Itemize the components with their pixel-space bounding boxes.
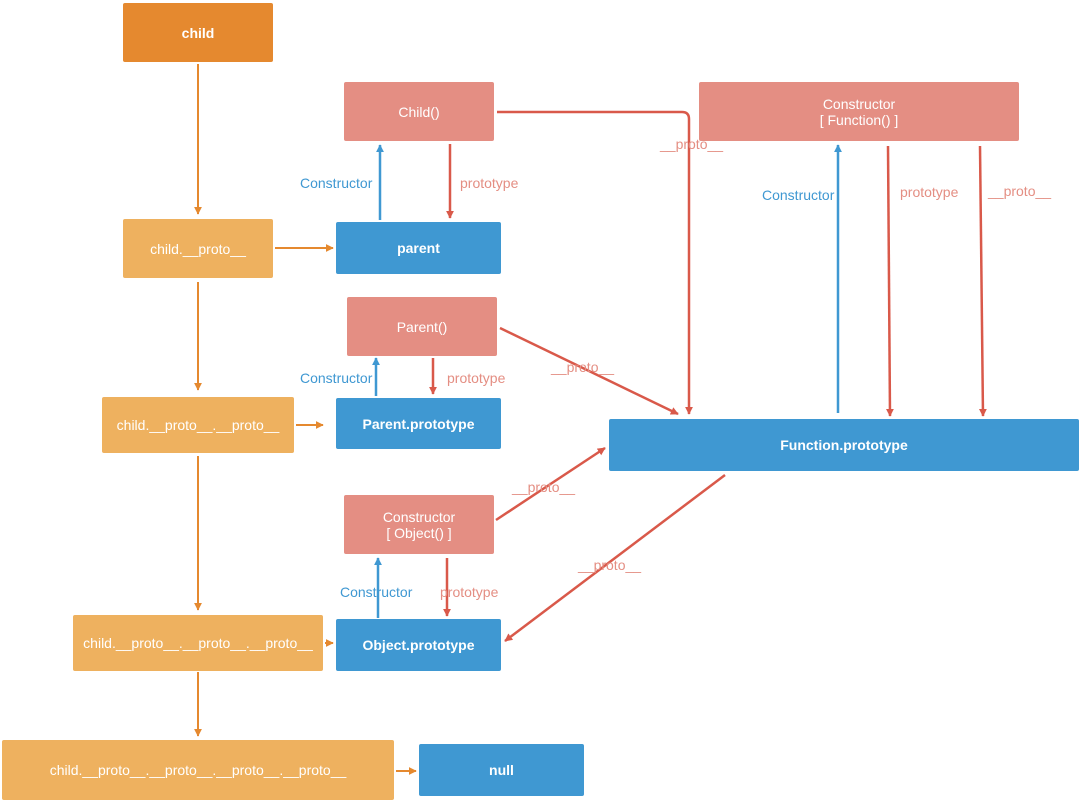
label-prototype-parent-fn: prototype	[447, 370, 506, 386]
node-child-proto-4: child.__proto__.__proto__.__proto__.__pr…	[2, 740, 394, 800]
node-function-ctor-line-1: Constructor	[822, 95, 896, 112]
arrow-parent-fn-proto-function-prototype	[499, 326, 679, 416]
node-function-prototype: Function.prototype	[609, 419, 1079, 471]
label-prototype-child-fn: prototype	[460, 175, 519, 191]
node-object-ctor-line-2: [ Object() ]	[386, 524, 452, 541]
node-parent-fn-label: Parent()	[396, 318, 448, 335]
label-constructor-parent-prototype: Constructor	[300, 370, 373, 386]
node-parent-prototype-label: Parent.prototype	[362, 415, 475, 432]
node-child-proto-3-label: child.__proto__.__proto__.__proto__	[83, 635, 313, 651]
node-child-fn: Child()	[344, 82, 494, 141]
node-child-proto-label: child.__proto__	[150, 240, 246, 257]
node-parent-label: parent	[397, 240, 440, 256]
node-parent-fn: Parent()	[347, 297, 497, 356]
label-proto-object-ctor: __proto__	[511, 479, 575, 495]
node-function-prototype-label: Function.prototype	[780, 437, 908, 453]
node-child: child	[123, 3, 273, 62]
arrow-function-prototype-proto-object-prototype	[504, 474, 726, 642]
label-constructor-object-prototype: Constructor	[340, 584, 413, 600]
node-null-label: null	[489, 762, 514, 778]
node-child-label: child	[181, 24, 215, 41]
node-child-proto-4-label: child.__proto__.__proto__.__proto__.__pr…	[49, 762, 347, 778]
arrow-child-fn-proto-function-prototype	[497, 110, 693, 415]
arrow-function-ctor-proto-function-prototype	[978, 145, 987, 417]
label-prototype-function-ctor: prototype	[900, 184, 959, 200]
node-child-proto-2-label: child.__proto__.__proto__	[116, 417, 280, 433]
node-child-proto-2: child.__proto__.__proto__	[102, 397, 294, 453]
node-child-proto: child.__proto__	[123, 219, 273, 278]
node-object-prototype: Object.prototype	[336, 619, 501, 671]
label-proto-function-ctor: __proto__	[987, 183, 1051, 199]
node-function-ctor: Constructor [ Function() ]	[699, 82, 1019, 141]
node-parent: parent	[336, 222, 501, 274]
node-object-ctor: Constructor [ Object() ]	[344, 495, 494, 554]
label-constructor-function-prototype: Constructor	[762, 187, 835, 203]
node-child-proto-3: child.__proto__.__proto__.__proto__	[73, 615, 323, 671]
label-proto-parent-fn: __proto__	[550, 359, 614, 375]
node-parent-prototype: Parent.prototype	[336, 398, 501, 449]
node-null: null	[419, 744, 584, 796]
label-proto-function-prototype: __proto__	[577, 557, 641, 573]
node-object-prototype-label: Object.prototype	[362, 637, 475, 653]
label-constructor-parent: Constructor	[300, 175, 373, 191]
node-child-fn-label: Child()	[398, 103, 440, 120]
arrow-function-ctor-prototype-function-prototype	[885, 145, 894, 417]
label-prototype-object-ctor: prototype	[440, 584, 499, 600]
node-object-ctor-line-1: Constructor	[382, 508, 456, 525]
node-function-ctor-line-2: [ Function() ]	[819, 111, 899, 128]
arrow-object-ctor-proto-function-prototype	[495, 446, 606, 522]
